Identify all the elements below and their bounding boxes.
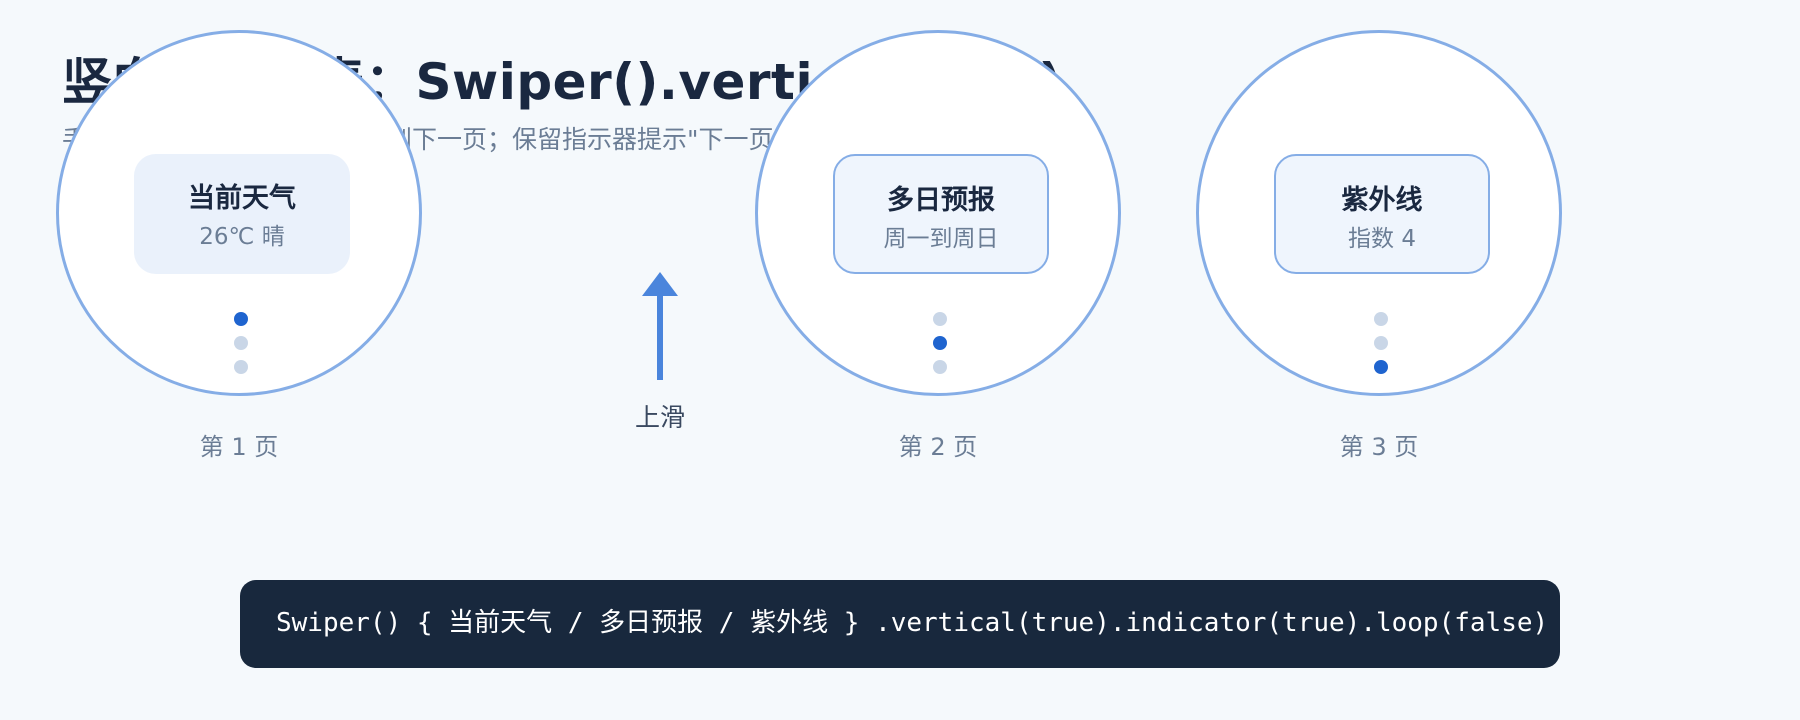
- card-subtitle: 26℃ 晴: [199, 224, 285, 250]
- code-snippet-text: Swiper() { 当前天气 / 多日预报 / 紫外线 } .vertical…: [276, 608, 1549, 638]
- page-label-3: 第 3 页: [1339, 433, 1419, 461]
- code-snippet-block: Swiper() { 当前天气 / 多日预报 / 紫外线 } .vertical…: [240, 580, 1560, 668]
- indicator-dot: [1374, 312, 1388, 326]
- card-subtitle: 周一到周日: [883, 226, 999, 252]
- forecast-card: 多日预报 周一到周日: [833, 154, 1049, 274]
- indicator-dot: [1374, 336, 1388, 350]
- indicator-dot-active: [1374, 360, 1388, 374]
- indicator-dot: [234, 360, 248, 374]
- indicator-dot: [933, 312, 947, 326]
- card-subtitle: 指数 4: [1348, 226, 1416, 252]
- arrow-up-icon: [642, 272, 678, 380]
- page-indicator: [234, 312, 248, 384]
- card-title: 紫外线: [1341, 185, 1423, 216]
- indicator-dot-active: [933, 336, 947, 350]
- page-indicator: [1374, 312, 1388, 384]
- swipe-up-label: 上滑: [634, 403, 685, 432]
- card-title: 多日预报: [887, 185, 995, 216]
- uv-card: 紫外线 指数 4: [1274, 154, 1490, 274]
- weather-card: 当前天气 26℃ 晴: [134, 154, 350, 274]
- watch-face-page-1: 当前天气 26℃ 晴: [56, 30, 422, 396]
- page-indicator: [933, 312, 947, 384]
- indicator-dot: [234, 336, 248, 350]
- indicator-dot: [933, 360, 947, 374]
- card-title: 当前天气: [188, 183, 296, 214]
- watch-face-page-2: 多日预报 周一到周日: [755, 30, 1121, 396]
- watch-face-page-3: 紫外线 指数 4: [1196, 30, 1562, 396]
- indicator-dot-active: [234, 312, 248, 326]
- page-label-1: 第 1 页: [199, 433, 279, 461]
- page-label-2: 第 2 页: [898, 433, 978, 461]
